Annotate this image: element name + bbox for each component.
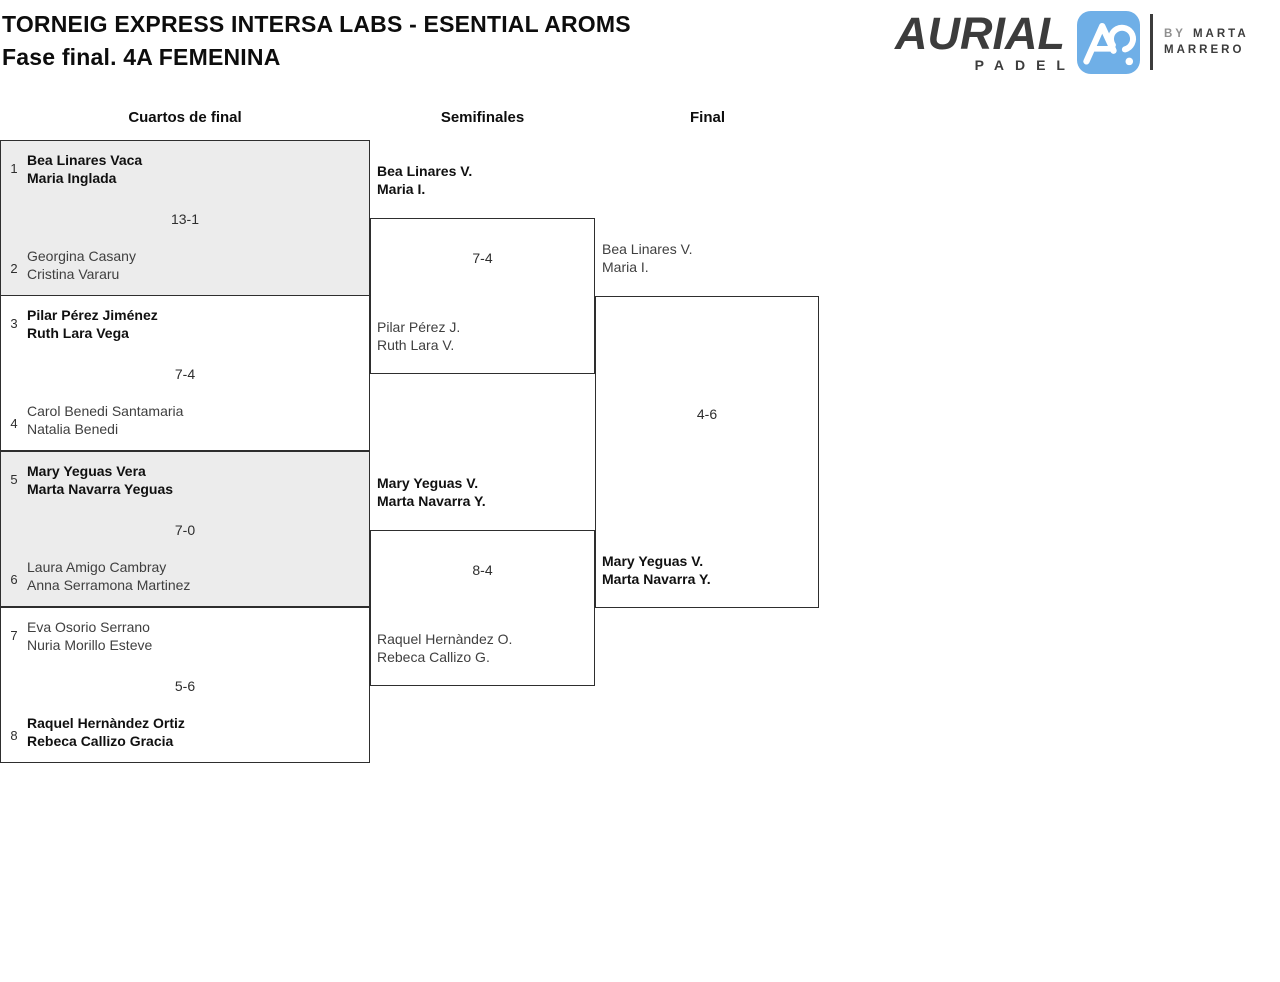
player-name: Rebeca Callizo Gracia [27, 733, 174, 749]
aurial-wordmark: AURIAL PADEL [895, 7, 1065, 73]
seed-number: 5 [10, 472, 18, 487]
player-name: Ruth Lara V. [377, 337, 455, 353]
match-score: 8-4 [472, 562, 493, 578]
player-name: Marta Navarra Y. [377, 493, 486, 509]
player-name: Bea Linares V. [377, 163, 473, 179]
semifinal-2-box [370, 530, 595, 686]
byline-marta: MARTA [1192, 28, 1249, 40]
player-name: Pilar Pérez Jiménez [27, 307, 158, 323]
aurial-padel-logo: AURIAL PADEL BY MARTA MARRERO [895, 6, 1249, 78]
player-name: Nuria Morillo Esteve [27, 637, 153, 653]
team-names: Bea Linares Vaca Maria Inglada [27, 151, 142, 187]
team-names: Laura Amigo Cambray Anna Serramona Marti… [27, 558, 190, 594]
player-name: Maria I. [377, 181, 426, 197]
seed-number: 1 [10, 161, 18, 176]
team-names: Pilar Pérez J. Ruth Lara V. [377, 318, 460, 354]
seed-number: 4 [10, 416, 18, 431]
aurial-logo-icon [1076, 10, 1140, 74]
match-score: 7-0 [174, 522, 196, 538]
player-name: Raquel Hernàndez Ortiz [27, 715, 185, 731]
player-name: Ruth Lara Vega [27, 325, 129, 341]
byline-line1: BY MARTA [1164, 26, 1249, 42]
team-names: Bea Linares V. Maria I. [602, 240, 693, 276]
team-names: Mary Yeguas V. Marta Navarra Y. [602, 552, 711, 588]
round-header-cuartos: Cuartos de final [128, 109, 242, 126]
team-names: Carol Benedi Santamaria Natalia Benedi [27, 402, 183, 438]
quarterfinal-match-4-box: 7 Eva Osorio Serrano Nuria Morillo Estev… [0, 607, 370, 763]
player-name: Mary Yeguas Vera [27, 463, 146, 479]
seed-number: 7 [10, 628, 18, 643]
match-score: 7-4 [174, 366, 196, 382]
player-name: Marta Navarra Y. [602, 571, 711, 587]
team-names: Mary Yeguas V. Marta Navarra Y. [377, 474, 486, 510]
player-name: Natalia Benedi [27, 421, 119, 437]
final-box [595, 296, 819, 608]
team-names: Pilar Pérez Jiménez Ruth Lara Vega [27, 306, 158, 342]
player-name: Bea Linares Vaca [27, 152, 143, 168]
aurial-padel-text: PADEL [974, 56, 1076, 73]
player-name: Maria Inglada [27, 170, 117, 186]
match-score: 4-6 [696, 406, 718, 422]
player-name: Mary Yeguas V. [602, 553, 704, 569]
page-title: TORNEIG EXPRESS INTERSA LABS - ESENTIAL … [2, 11, 631, 37]
player-name: Pilar Pérez J. [377, 319, 461, 335]
logo-byline: BY MARTA MARRERO [1164, 26, 1249, 58]
player-name: Bea Linares V. [602, 241, 693, 257]
quarterfinal-match-1-box: 1 Bea Linares Vaca Maria Inglada 13-1 2 … [0, 140, 370, 296]
player-name: Eva Osorio Serrano [27, 619, 150, 635]
player-name: Rebeca Callizo G. [377, 649, 490, 665]
team-names: Raquel Hernàndez Ortiz Rebeca Callizo Gr… [27, 714, 185, 750]
player-name: Laura Amigo Cambray [27, 559, 167, 575]
seed-number: 6 [10, 572, 18, 587]
match-score: 5-6 [174, 678, 196, 694]
match-score: 13-1 [170, 211, 200, 227]
round-header-final: Final [689, 109, 725, 126]
player-name: Anna Serramona Martinez [27, 577, 191, 593]
team-names: Mary Yeguas Vera Marta Navarra Yeguas [27, 462, 173, 498]
match-score: 7-4 [472, 250, 493, 266]
semifinal-1-box [370, 218, 595, 374]
logo-divider [1149, 14, 1153, 70]
quarterfinal-match-2-box: 3 Pilar Pérez Jiménez Ruth Lara Vega 7-4… [0, 295, 370, 451]
player-name: Mary Yeguas V. [377, 475, 479, 491]
quarterfinal-match-3-box: 5 Mary Yeguas Vera Marta Navarra Yeguas … [0, 451, 370, 607]
round-header-semifinales: Semifinales [440, 109, 525, 126]
player-name: Raquel Hernàndez O. [377, 631, 513, 647]
seed-number: 2 [10, 261, 18, 276]
seed-number: 3 [10, 316, 18, 331]
aurial-brand-text: AURIAL [895, 7, 1065, 59]
player-name: Carol Benedi Santamaria [27, 403, 184, 419]
team-names: Bea Linares V. Maria I. [377, 162, 472, 198]
seed-number: 8 [10, 728, 18, 743]
byline-line2: MARRERO [1163, 44, 1245, 56]
player-name: Marta Navarra Yeguas [27, 481, 174, 497]
team-names: Raquel Hernàndez O. Rebeca Callizo G. [377, 630, 512, 666]
player-name: Georgina Casany [27, 248, 136, 264]
page-header: TORNEIG EXPRESS INTERSA LABS - ESENTIAL … [2, 8, 631, 74]
team-names: Eva Osorio Serrano Nuria Morillo Esteve [27, 618, 152, 654]
team-names: Georgina Casany Cristina Vararu [27, 247, 136, 283]
player-name: Cristina Vararu [27, 266, 120, 282]
player-name: Maria I. [602, 259, 649, 275]
page-subtitle: Fase final. 4A FEMENINA [2, 44, 281, 70]
byline-by: BY [1163, 28, 1186, 40]
